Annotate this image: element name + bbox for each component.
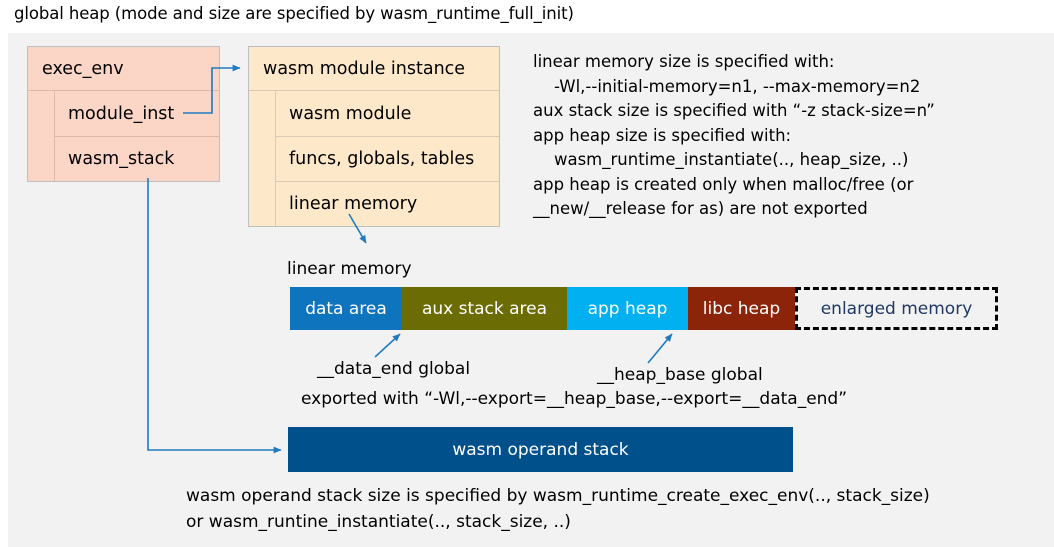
exec-env-header: exec_env: [28, 47, 219, 91]
linear-memory-bar: data area aux stack area app heap libc h…: [290, 287, 998, 330]
operand-stack-note: wasm operand stack size is specified by …: [186, 486, 930, 532]
exported-with-annotation: exported with “-Wl,--export=__heap_base,…: [301, 389, 848, 409]
module-instance-row-wasm-module: wasm module: [289, 103, 412, 124]
module-instance-gutter: [249, 91, 276, 226]
module-instance-row-linear-memory: linear memory: [276, 181, 499, 226]
module-instance-rows: wasm module funcs, globals, tables linea…: [276, 91, 499, 226]
segment-data-area: data area: [290, 287, 402, 330]
exec-env-rows: module_inst wasm_stack: [55, 91, 219, 181]
exec-env-gutter: [28, 91, 55, 181]
linear-memory-label: linear memory: [287, 259, 412, 279]
wasm-operand-stack-bar: wasm operand stack: [288, 427, 793, 472]
segment-enlarged-memory: enlarged memory: [795, 287, 998, 330]
segment-app-heap: app heap: [567, 287, 688, 330]
segment-libc-heap: libc heap: [688, 287, 795, 330]
exec-env-box: exec_env module_inst wasm_stack: [27, 46, 220, 182]
module-instance-box: wasm module instance wasm module funcs, …: [248, 46, 500, 227]
segment-aux-stack-area: aux stack area: [402, 287, 567, 330]
page-title: global heap (mode and size are specified…: [14, 4, 574, 23]
exec-env-row-wasm-stack: wasm_stack: [55, 136, 219, 181]
module-instance-row-funcs-globals-tables: funcs, globals, tables: [276, 136, 499, 181]
linear-memory-note: linear memory size is specified with: -W…: [533, 52, 935, 218]
module-instance-body: wasm module funcs, globals, tables linea…: [249, 91, 499, 226]
exec-env-row-module-inst: module_inst: [68, 103, 175, 124]
data-end-annotation: __data_end global: [317, 359, 471, 379]
module-instance-header: wasm module instance: [249, 47, 499, 91]
exec-env-body: module_inst wasm_stack: [28, 91, 219, 181]
heap-base-annotation: __heap_base global: [597, 365, 763, 385]
